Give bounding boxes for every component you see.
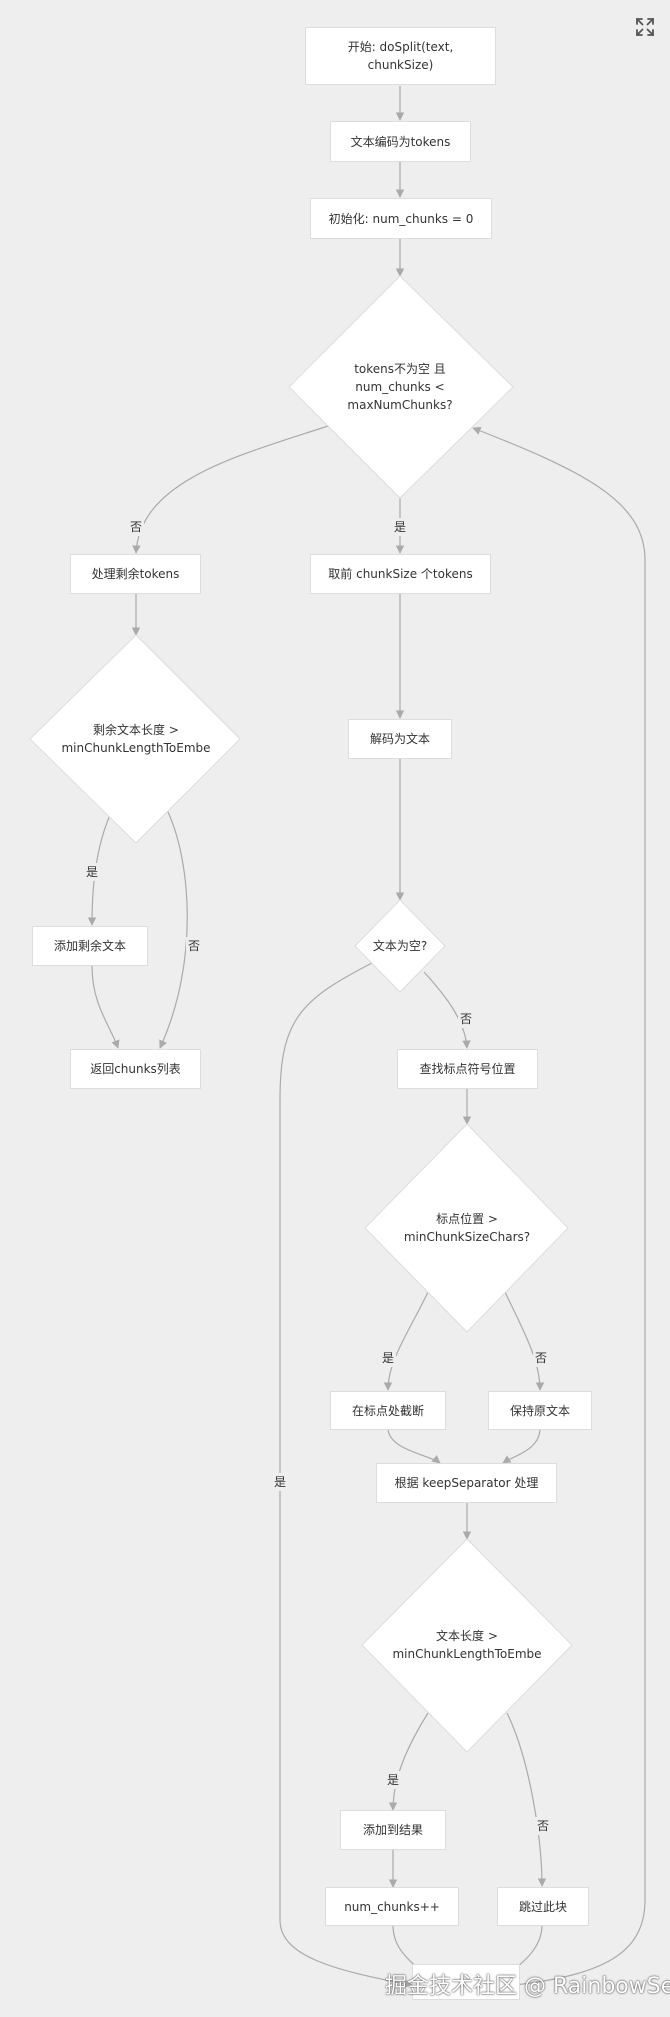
edge-label-punct-yes: 是	[379, 1349, 397, 1367]
edge-punct-truncate	[383, 1291, 429, 1391]
edge-empty-find	[423, 971, 471, 1049]
node-init-num-chunks: 初始化: num_chunks = 0	[310, 198, 492, 239]
edge-loop-process	[132, 425, 329, 554]
edge-keep-sep	[502, 1427, 541, 1464]
edge-truncate-sep	[387, 1427, 441, 1464]
decision-len-shape	[361, 1538, 573, 1753]
edge-end-loop-back	[472, 426, 646, 1986]
node-skip-block: 跳过此块	[497, 1887, 589, 1926]
edge-label-len-no: 否	[534, 1817, 552, 1835]
node-take-chunk-tokens: 取前 chunkSize 个tokens	[310, 554, 491, 594]
decision-text-length: 文本长度 > minChunkLengthToEmbe	[392, 1629, 542, 1661]
decision-punctuation-position: 标点位置 > minChunkSizeChars?	[403, 1212, 531, 1244]
edge-label-len-yes: 是	[384, 1771, 402, 1789]
node-add-to-result: 添加到结果	[340, 1810, 446, 1850]
decision-empty-shape	[354, 899, 446, 993]
node-return-chunks-list: 返回chunks列表	[70, 1049, 201, 1089]
decision-loop-condition: tokens不为空 且 num_chunks < maxNumChunks?	[347, 362, 453, 412]
decision-punct-shape	[364, 1123, 569, 1333]
expand-icon[interactable]	[633, 15, 657, 39]
edge-lencond-add	[388, 1712, 429, 1811]
node-start: 开始: doSplit(text, chunkSize)	[305, 27, 496, 85]
edge-label-loop-no: 否	[127, 518, 145, 536]
edge-remcond-return	[159, 811, 188, 1049]
edge-label-empty-yes: 是	[271, 1473, 289, 1491]
decision-remaining-length: 剩余文本长度 > minChunkLengthToEmbe	[61, 723, 211, 755]
node-encode-tokens: 文本编码为tokens	[330, 121, 471, 162]
node-add-remaining-text: 添加剩余文本	[32, 926, 148, 966]
decision-loop-shape	[288, 275, 514, 499]
decision-text-empty: 文本为空?	[372, 939, 428, 953]
edge-label-loop-yes: 是	[391, 518, 409, 536]
node-process-remaining-tokens: 处理剩余tokens	[70, 554, 201, 594]
node-keep-original-text: 保持原文本	[488, 1391, 592, 1430]
node-num-chunks-increment: num_chunks++	[325, 1887, 459, 1926]
node-truncate-at-punctuation: 在标点处截断	[330, 1391, 446, 1430]
edge-add-return	[91, 965, 120, 1049]
edge-label-remaining-yes: 是	[83, 863, 101, 881]
edge-label-empty-no: 否	[457, 1010, 475, 1028]
node-find-punctuation: 查找标点符号位置	[397, 1049, 538, 1089]
edge-label-punct-no: 否	[532, 1349, 550, 1367]
edge-label-remaining-no: 否	[185, 937, 203, 955]
edge-punct-keep	[504, 1291, 545, 1391]
watermark: 掘金技术社区 @ RainbowSea	[385, 1974, 670, 1999]
decision-remaining-shape	[29, 634, 241, 844]
node-keep-separator: 根据 keepSeparator 处理	[376, 1463, 557, 1503]
node-decode-text: 解码为文本	[348, 719, 452, 759]
edge-empty-end	[279, 962, 413, 1988]
edge-lencond-skip	[506, 1712, 547, 1887]
node-end-merge	[412, 1964, 520, 2000]
